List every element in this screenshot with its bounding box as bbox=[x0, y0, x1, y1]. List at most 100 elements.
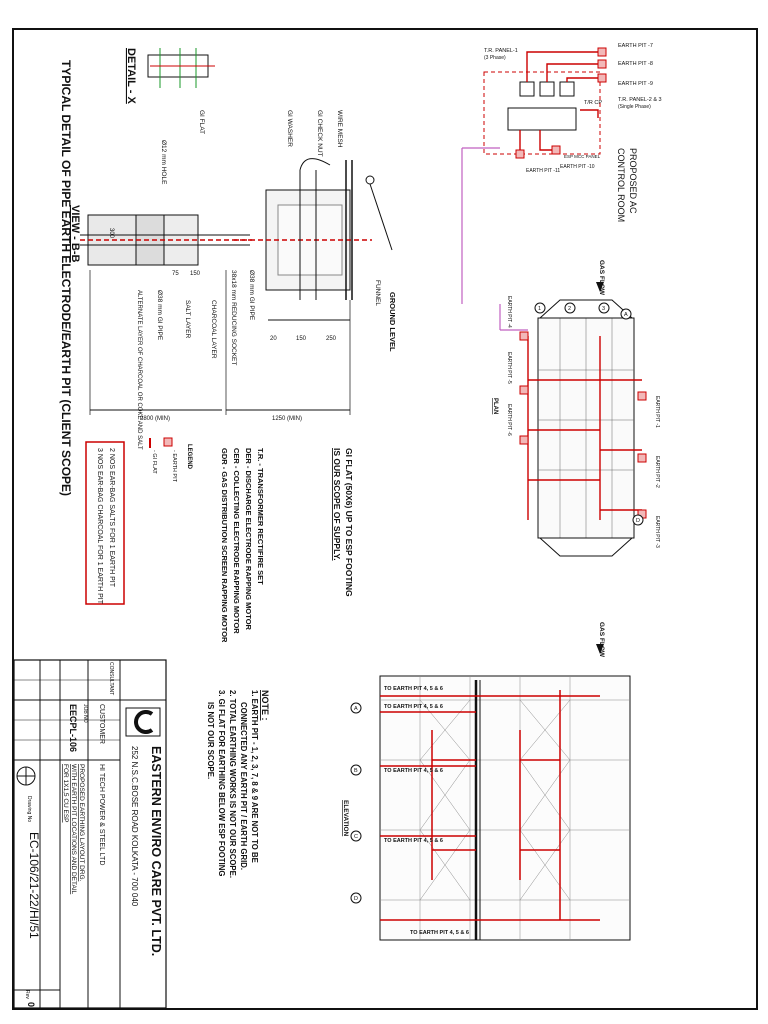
plan-grid-circles bbox=[534, 302, 644, 526]
label-gi-pipe2: Ø38 mm GI PIPE bbox=[156, 290, 163, 341]
abbr-2: DER - DISCHARGE ELECTRODE RAPPING MOTOR bbox=[244, 448, 253, 631]
dim-150: 150 bbox=[190, 271, 201, 277]
detail-x-drawing bbox=[147, 48, 215, 88]
gi-flat-note-2: IS OUR SCOPE OF SUPPLY. bbox=[332, 448, 342, 561]
plan-circle-1: 1 bbox=[538, 306, 541, 312]
label-wire-mesh: WIRE MESH bbox=[336, 110, 343, 148]
plan-pit-1: EARTH PIT -1 bbox=[654, 396, 660, 428]
notes-block: NOTE : 1. EARTH PIT - 1, 2, 3, 7, 8 & 9 … bbox=[206, 690, 270, 878]
company-address: 252 N.S.C.BOSE ROAD KOLKATA - 700 040 bbox=[130, 746, 139, 907]
elev-circle-c: C bbox=[354, 834, 358, 840]
elev-flow-arrow bbox=[596, 644, 604, 654]
job-label: JOB NO bbox=[82, 704, 88, 723]
rev-label: Rev bbox=[24, 990, 30, 999]
dim-150-b: 150 bbox=[296, 336, 307, 342]
elev-to-pit-mid-2: TO EARTH PIT 4, 5 & 6 bbox=[384, 838, 443, 844]
title-line-1: PROPOSED EARTHING LAYOUT DRG. bbox=[78, 764, 85, 882]
elev-label: ELEVATION bbox=[342, 800, 349, 837]
boxed-note-2: 3 NOS EAR-BAG CHARCOAL FOR 1 EARTH PIT bbox=[96, 448, 103, 605]
boxed-notes: 2 NOS EAR-BAG SALTS FOR 1 EARTH PIT 3 NO… bbox=[85, 441, 125, 605]
drawing-border bbox=[12, 28, 758, 1010]
note-3a: 3. GI FLAT FOR EARTHING BELOW ESP FOOTIN… bbox=[217, 690, 226, 876]
note-2: 2. TOTAL EARTHING WORKS IS NOT OUR SCOPE… bbox=[228, 690, 237, 878]
elev-to-pit-top-2: TO EARTH PIT 4, 5 & 6 bbox=[384, 704, 443, 710]
plan-circle-a: A bbox=[624, 312, 628, 318]
client-label: CUSTOMER bbox=[98, 704, 105, 744]
pit-11-label: EARTH PIT -11 bbox=[526, 168, 560, 174]
label-ground-level: GROUND LEVEL bbox=[388, 292, 397, 352]
elev-structure bbox=[380, 676, 630, 940]
elev-grid-circles bbox=[350, 702, 362, 904]
earth-pit-section: 20 150 250 1250 (MIN) 2800 (MIN) bbox=[89, 158, 393, 422]
plan-pit-2: EARTH PIT -2 bbox=[654, 456, 660, 488]
label-gi-pipe: Ø38 mm GI PIPE bbox=[248, 270, 255, 321]
note-1a: 1. EARTH PIT - 1, 2, 3, 7, 8 & 9 ARE NOT… bbox=[250, 690, 259, 863]
pipe-labels: Ø12 mm HOLE GI FLAT GI WASHER GI CHECK N… bbox=[136, 110, 397, 450]
tr-panel-23-sub: (Single Phase) bbox=[618, 104, 651, 110]
title-line-3: FOR 1X1,5 CU ESP bbox=[62, 764, 69, 823]
plan-earth-flats bbox=[527, 336, 642, 520]
dim-1250: 1250 (MIN) bbox=[272, 416, 302, 422]
abbr-1: T.R. - TRANSFORMER RECTIFIRE SET bbox=[256, 448, 265, 585]
plan-pit-3: EARTH PIT -3 bbox=[654, 516, 660, 548]
abbreviation-list: T.R. - TRANSFORMER RECTIFIRE SET DER - D… bbox=[220, 448, 265, 643]
detail-x-title: DETAIL - X bbox=[125, 48, 137, 104]
plan-flow-arrow bbox=[596, 282, 604, 292]
plan-pit-4: EARTH PIT -4 bbox=[506, 296, 512, 328]
label-alternate: ALTERNATE LAYER OF CHARCOAL OR COKE AND … bbox=[136, 290, 142, 450]
dim-20: 20 bbox=[270, 336, 277, 342]
elev-circle-d: D bbox=[354, 896, 358, 902]
note-1b: CONNECTED ANY EARTH PIT / EARTH GRID. bbox=[239, 702, 248, 870]
control-room-line1: PROPOSED AC bbox=[628, 148, 638, 214]
legend-pit: - EARTH PIT bbox=[171, 450, 177, 483]
company-name: EASTERN ENVIRO CARE PVT. LTD. bbox=[149, 746, 163, 956]
pit-10-label: EARTH PIT -10 bbox=[560, 164, 595, 170]
elev-to-pit-mid-1: TO EARTH PIT 4, 5 & 6 bbox=[384, 768, 443, 774]
notes-title: NOTE : bbox=[260, 690, 270, 721]
consultant-label: CONSULTANT bbox=[108, 662, 114, 695]
plan-pits bbox=[519, 331, 647, 519]
pit-9-label: EARTH PIT -9 bbox=[618, 81, 653, 87]
plan-pit-5: EARTH PIT -5 bbox=[506, 352, 512, 384]
label-gi-flat: GI FLAT bbox=[198, 110, 205, 134]
main-title: TYPICAL DETAIL OF PIPE EARTH ELECTRODE/E… bbox=[59, 60, 73, 496]
plan-label: PLAN bbox=[492, 398, 498, 414]
client-name: HI TECH POWER & STEEL LTD bbox=[98, 764, 105, 865]
pit-7-label: EARTH PIT -7 bbox=[618, 43, 653, 49]
plan-pit-6: EARTH PIT -6 bbox=[506, 404, 512, 436]
legend-pit-swatch bbox=[163, 437, 173, 447]
tr-panel-1: T.R. PANEL-1 bbox=[484, 48, 518, 54]
label-gi-washer: GI WASHER bbox=[286, 110, 293, 147]
legend-flat: - GI FLAT bbox=[151, 450, 157, 474]
job-no: EECPL-106 bbox=[68, 704, 78, 752]
pipe-earth-detail: TYPICAL DETAIL OF PIPE EARTH ELECTRODE/E… bbox=[59, 48, 397, 643]
dim-250: 250 bbox=[326, 336, 337, 342]
dim-2800: 2800 (MIN) bbox=[140, 416, 170, 422]
rev-value: 0 bbox=[26, 1002, 36, 1007]
elev-earth-flats bbox=[380, 690, 600, 921]
esp-elevation: GAS FLOW bbox=[342, 622, 631, 941]
view-bb-title: VIEW - B-B bbox=[69, 205, 81, 262]
tr-panel-23: T.R. PANEL-2 & 3 bbox=[618, 97, 662, 103]
plan-circle-2: 2 bbox=[568, 306, 571, 312]
label-hole: Ø12 mm HOLE bbox=[160, 140, 167, 185]
control-room-pits bbox=[515, 47, 607, 159]
label-check-nut: GI CHECK NUT bbox=[316, 110, 323, 157]
elev-to-pit-bottom: TO EARTH PIT 4, 5 & 6 bbox=[410, 930, 469, 936]
label-reducing: 38x18 mm REDUCING SOCKET bbox=[230, 270, 237, 365]
pit-8-label: EARTH PIT -8 bbox=[618, 61, 653, 67]
plan-circle-d: D bbox=[636, 518, 640, 524]
title-line-2: WITH EARTH PIT LOCATIONS AND DETAIL bbox=[70, 764, 77, 895]
plan-gas-flow: GAS FLOW bbox=[598, 260, 605, 296]
esp-plan: GAS FLOW bbox=[492, 260, 660, 557]
elev-gas-flow: GAS FLOW bbox=[598, 622, 605, 658]
esp-mcc: ESP MCC PANEL bbox=[564, 154, 601, 159]
elev-circle-b: B bbox=[354, 768, 358, 774]
view-bb-drawing: 300 75 150 bbox=[80, 214, 252, 277]
control-room-layout: EARTH PIT -7 EARTH PIT -8 EARTH PIT -9 E… bbox=[461, 43, 662, 304]
elev-circle-a: A bbox=[354, 706, 358, 712]
plan-circle-3: 3 bbox=[602, 306, 605, 312]
abbr-4: GDR - GAS DISTRIBUTION SCREEN RAPPING MO… bbox=[220, 448, 229, 643]
tr-cp: T/R CP bbox=[584, 100, 602, 106]
